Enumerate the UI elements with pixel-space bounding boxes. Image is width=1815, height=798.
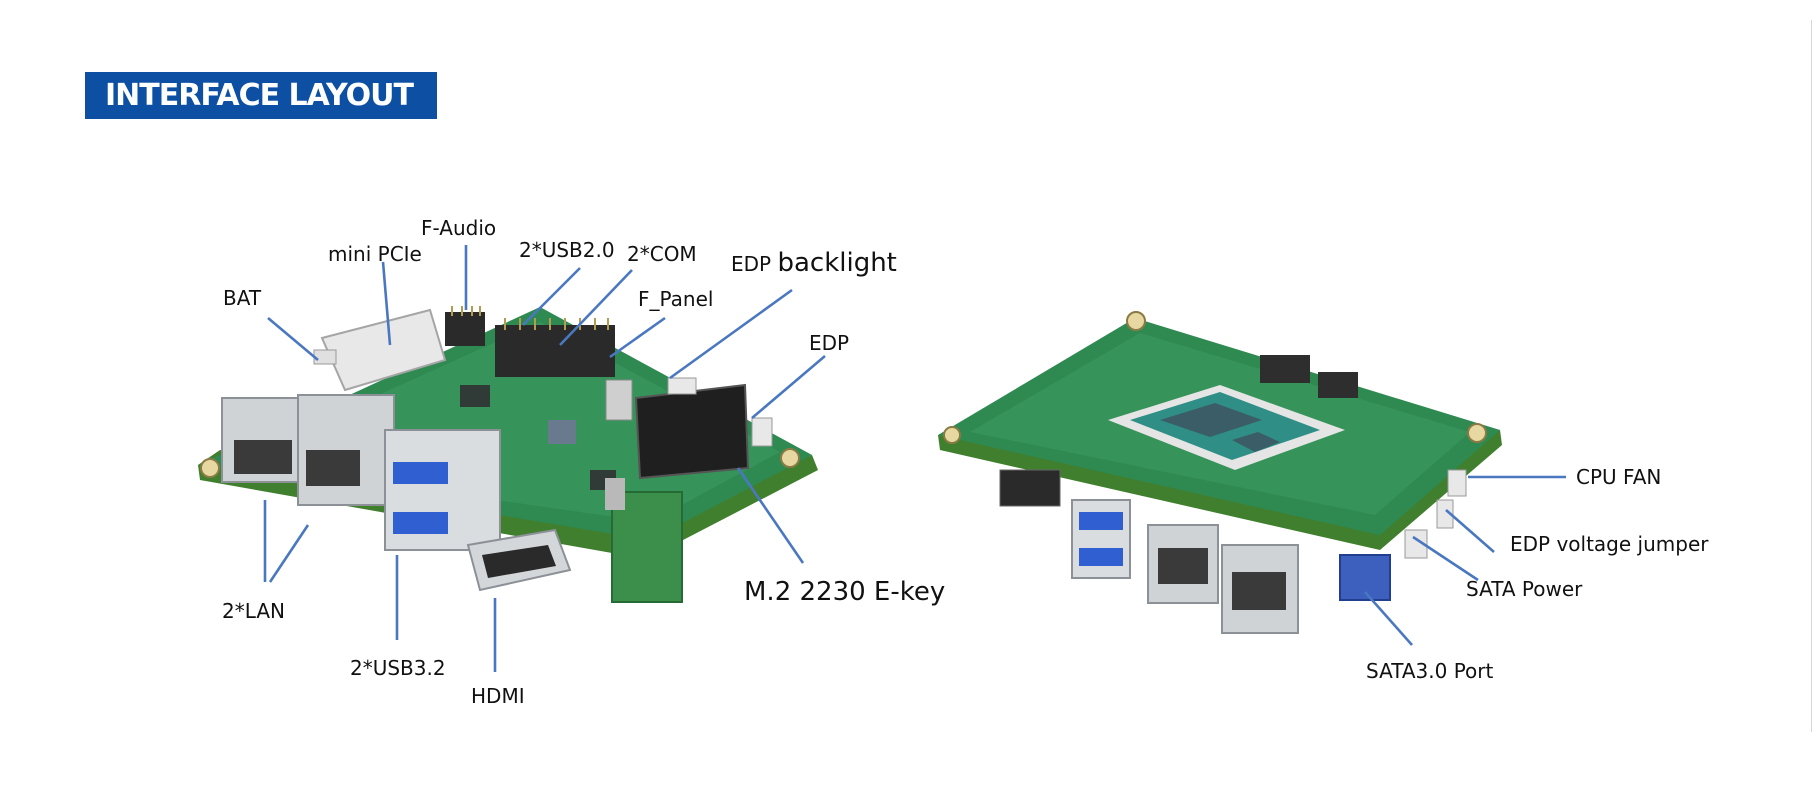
power-terminal-block	[611, 491, 683, 603]
label-mini-pcie: mini PCIe	[328, 242, 422, 266]
label-sata-port: SATA3.0 Port	[1366, 659, 1494, 683]
leader-edp	[751, 355, 826, 419]
f-audio-header	[445, 312, 485, 346]
label-edp-voltage-jumper: EDP voltage jumper	[1510, 532, 1709, 556]
header-pins	[451, 306, 609, 330]
leader-f-panel	[609, 316, 666, 359]
label-edp-backlight-prefix: EDP	[731, 252, 772, 276]
back-board-image	[938, 311, 1502, 634]
edp-connector	[751, 417, 773, 447]
m2-slot	[634, 383, 750, 480]
mounting-hole	[1126, 311, 1146, 331]
sata-power-connector	[1404, 529, 1428, 559]
label-f-audio: F-Audio	[421, 216, 497, 240]
terminal-post	[605, 478, 625, 510]
label-m2: M.2 2230 E-key	[744, 577, 946, 607]
edp-voltage-jumper-part	[1436, 499, 1454, 529]
usb32-port-top	[393, 462, 448, 484]
label-edp: EDP	[809, 331, 850, 355]
back-usb-port-bottom	[1079, 548, 1123, 566]
edp-backlight-connector	[667, 377, 697, 395]
leader-m2	[736, 467, 805, 564]
lan-port-2-socket	[306, 450, 360, 486]
back-chip	[1260, 355, 1310, 383]
front-board-image	[198, 306, 818, 603]
front-chip	[548, 420, 576, 444]
leader-edp-backlight	[669, 288, 793, 380]
leader-sata-port	[1364, 591, 1413, 646]
lan-port-1-socket	[234, 440, 292, 474]
label-bat: BAT	[223, 286, 262, 310]
back-chip	[1318, 372, 1358, 398]
bat-connector	[313, 349, 337, 365]
leader-lines	[263, 245, 1566, 672]
leader-bat	[267, 317, 319, 361]
hdmi-port-socket	[482, 545, 556, 578]
leader-sata-power	[1412, 535, 1479, 582]
mounting-hole	[943, 426, 961, 444]
label-com: 2*COM	[627, 242, 697, 266]
label-f-panel: F_Panel	[638, 287, 714, 311]
label-cpu-fan: CPU FAN	[1576, 465, 1662, 489]
label-sata-power: SATA Power	[1466, 577, 1583, 601]
usb32-port-bottom	[393, 512, 448, 534]
leader-usb2	[522, 267, 581, 326]
front-chip	[460, 385, 490, 407]
mini-pcie-socket	[320, 308, 447, 392]
back-lan-port-1-socket	[1158, 548, 1208, 584]
title-banner: INTERFACE LAYOUT	[85, 72, 437, 119]
label-edp-backlight: EDP backlight	[731, 248, 897, 278]
page-divider	[1811, 20, 1812, 732]
cpu-die	[1160, 403, 1262, 437]
page-title: INTERFACE LAYOUT	[105, 78, 414, 113]
mounting-hole	[780, 448, 800, 468]
back-hdmi-port	[999, 469, 1061, 507]
mounting-hole	[200, 458, 220, 478]
cpu-die-small	[1232, 432, 1280, 452]
label-usb32: 2*USB3.2	[350, 656, 446, 680]
leader-mini-pcie	[381, 261, 392, 346]
usb-com-panel-headers	[495, 325, 615, 377]
back-lan-port-2-socket	[1232, 572, 1286, 610]
leader-edp-jumper	[1445, 509, 1495, 553]
mounting-hole	[1467, 423, 1487, 443]
back-usb-port-top	[1079, 512, 1123, 530]
label-lan: 2*LAN	[222, 599, 285, 623]
standoff	[605, 379, 633, 421]
leader-com	[559, 269, 633, 346]
leader-lan-2	[268, 524, 310, 583]
back-usb-stack	[1071, 499, 1131, 579]
cpu-fan-connector	[1447, 469, 1467, 497]
label-edp-backlight-word: backlight	[777, 248, 897, 278]
label-usb2: 2*USB2.0	[519, 238, 615, 262]
label-hdmi: HDMI	[471, 684, 525, 708]
